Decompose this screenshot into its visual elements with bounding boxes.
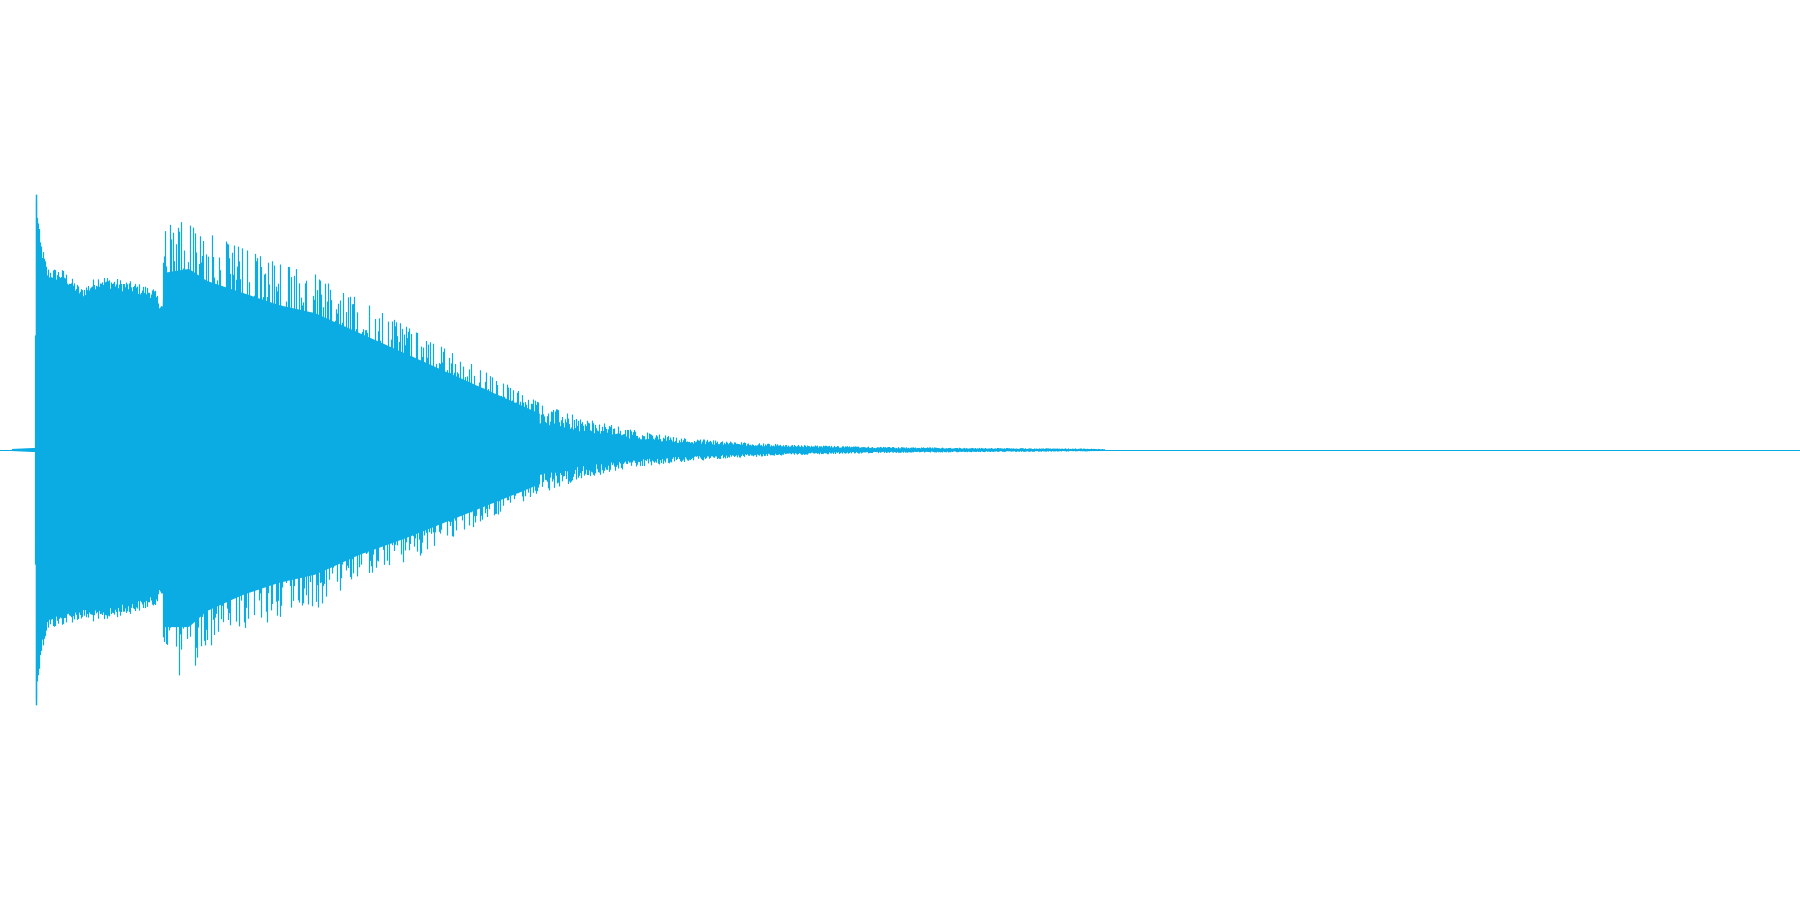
- waveform-layer: [0, 194, 1800, 706]
- waveform-body-fill: [37, 266, 541, 631]
